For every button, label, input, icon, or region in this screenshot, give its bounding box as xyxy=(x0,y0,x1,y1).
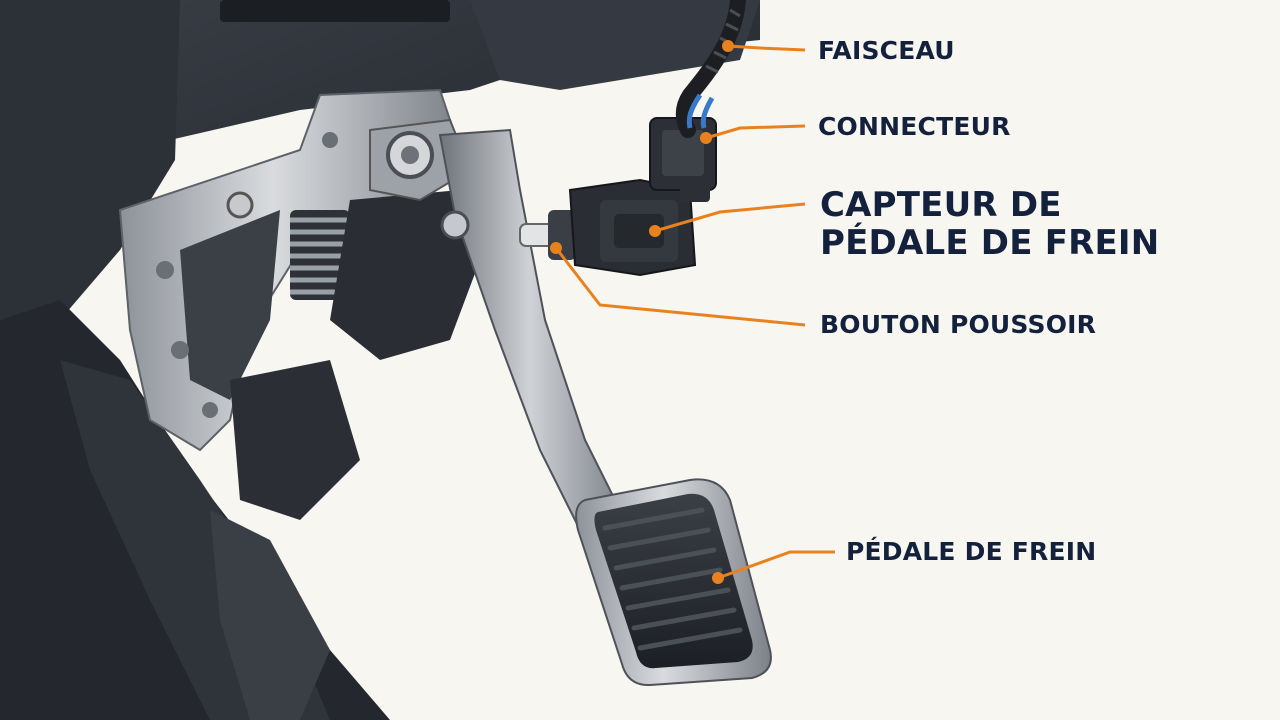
leader-harness xyxy=(722,40,806,52)
brake-pedal-pad xyxy=(575,478,772,687)
label-harness: FAISCEAU xyxy=(818,36,955,65)
dashboard-panel xyxy=(0,0,760,330)
leader-connector xyxy=(700,124,806,144)
label-brake-pedal: PÉDALE DE FREIN xyxy=(846,537,1097,566)
pedal-housing xyxy=(230,190,480,520)
label-sensor-line1: CAPTEUR DE xyxy=(820,185,1062,225)
console-panel xyxy=(0,300,390,720)
label-brake-pedal-sensor: CAPTEUR DE PÉDALE DE FREIN xyxy=(820,186,1159,262)
return-spring xyxy=(290,210,350,300)
leader-sensor xyxy=(649,202,806,237)
leader-pedal xyxy=(712,550,835,584)
label-sensor-line2: PÉDALE DE FREIN xyxy=(820,223,1160,263)
leader-push-button xyxy=(550,242,806,327)
brake-pedal-sensor xyxy=(568,178,697,277)
sensor-connector xyxy=(649,117,717,202)
label-connector: CONNECTEUR xyxy=(818,112,1011,141)
leader-lines xyxy=(550,40,835,584)
label-push-button: BOUTON POUSSOIR xyxy=(820,310,1097,339)
